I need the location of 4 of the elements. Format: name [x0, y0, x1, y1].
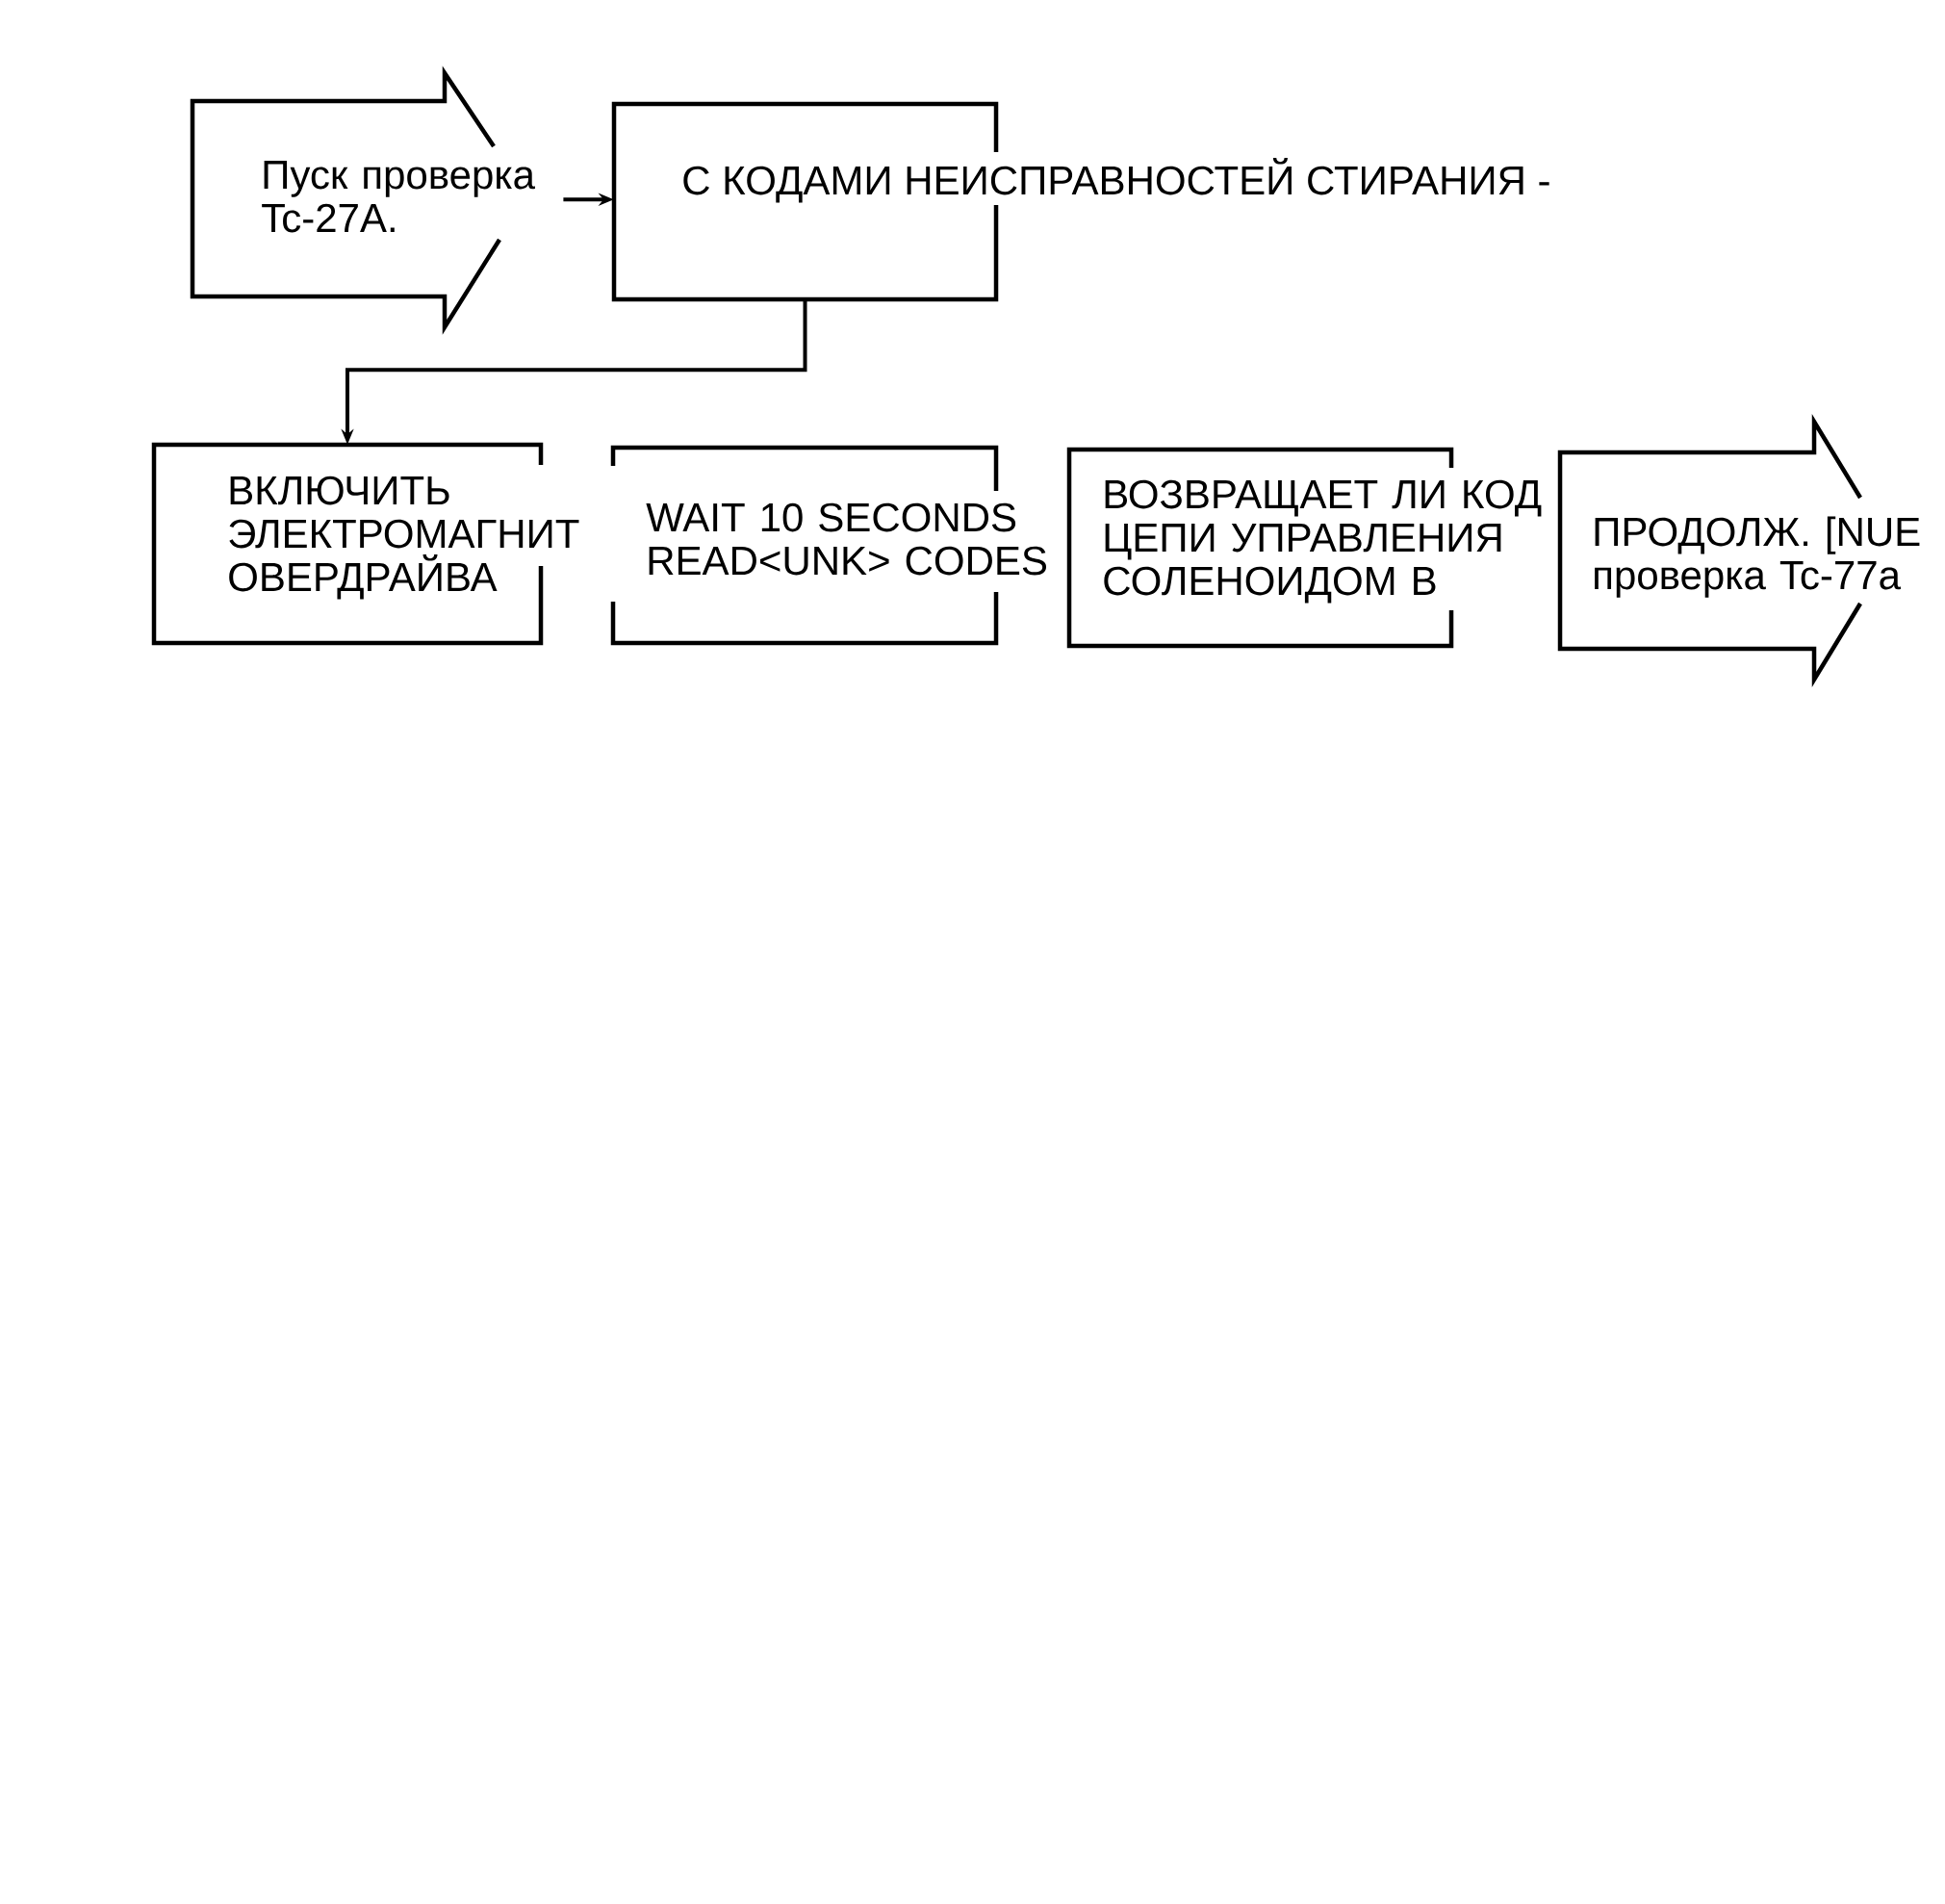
process-box: WAIT 10 SECONDS READ<UNK> CODES: [610, 445, 1046, 646]
process-box: ВКЛЮЧИТЬ ЭЛЕКТРОМАГНИТ ОВЕРДРАЙВА: [151, 442, 579, 646]
process-box: ВОЗВРАЩАЕТ ЛИ КОД ЦЕПИ УПРАВЛЕНИЯ СОЛЕНОИДОМ В: [1066, 447, 1542, 649]
process-box: С КОДАМИ НЕИСПРАВНОСТЕЙ СТИРАНИЯ -: [611, 101, 1549, 302]
